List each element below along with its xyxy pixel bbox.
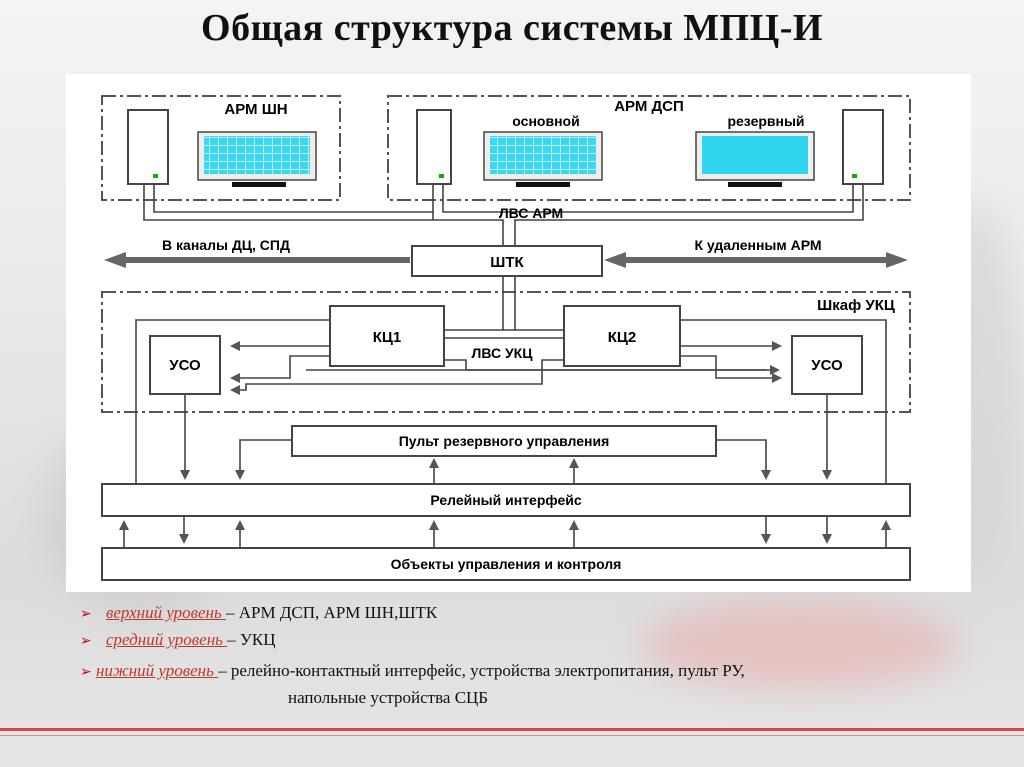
ukc-cabinet-group	[101, 291, 911, 413]
level-desc: – АРМ ДСП, АРМ ШН,ШТК	[225, 603, 438, 622]
shtk-label: ШТК	[490, 254, 524, 271]
kc2-box	[563, 305, 681, 367]
panel-arrows	[235, 439, 771, 484]
shtk-link	[502, 276, 516, 330]
footer-divider-thin	[0, 735, 1024, 736]
pc-tower-shn	[127, 109, 169, 185]
channels-label: В каналы ДЦ, СПД	[162, 237, 290, 253]
bullet-upper-level: ➢ верхний уровень – АРМ ДСП, АРМ ШН,ШТК	[80, 603, 437, 623]
lvs-arm-label: ЛВС АРМ	[499, 205, 563, 221]
cabinet-label: Шкаф УКЦ	[817, 297, 895, 314]
arm-shn-group	[101, 95, 341, 201]
kc-uso-links	[230, 341, 782, 395]
objects-box	[101, 547, 911, 581]
arm-dsp-group	[387, 95, 911, 201]
remote-label: К удаленным АРМ	[694, 237, 821, 253]
shtk-box	[411, 245, 603, 277]
level-desc-cont: напольные устройства СЦБ	[288, 688, 489, 707]
kc-relay-links	[135, 319, 887, 484]
arrow-bullet-icon: ➢	[80, 665, 92, 680]
lvs-ukc-bus	[444, 329, 564, 339]
level-name: средний уровень	[106, 630, 228, 649]
relay-interface-box	[101, 483, 911, 517]
arm-dsp-label: АРМ ДСП	[614, 98, 684, 115]
reserve-label: резервный	[727, 113, 804, 129]
lvs-arm-bus	[143, 184, 864, 246]
uso-left-label: УСО	[169, 357, 201, 374]
arrow-bullet-icon: ➢	[80, 634, 92, 649]
kc1-box	[329, 305, 445, 367]
bullet-lower-level-cont: напольные устройства СЦБ	[288, 688, 488, 708]
structure-diagram: АРМ ШН АРМ ДСП основной резервный Шкаф У…	[66, 74, 971, 592]
channels-arrow	[104, 252, 410, 268]
page-title: Общая структура системы МПЦ-И	[201, 7, 823, 49]
arrow-bullet-icon: ➢	[80, 607, 92, 622]
uso-relay-arrows	[180, 394, 832, 480]
level-name: верхний уровень	[106, 603, 226, 622]
background-blur	[640, 600, 960, 690]
lvs-ukc-label: ЛВС УКЦ	[472, 345, 534, 361]
monitor-main	[483, 131, 603, 187]
relay-interface-label: Релейный интерфейс	[430, 492, 582, 508]
reserve-panel-label: Пульт резервного управления	[399, 433, 610, 449]
kc1-label: КЦ1	[373, 329, 401, 346]
level-desc: – УКЦ	[227, 630, 276, 649]
kc2-label: КЦ2	[608, 329, 636, 346]
objects-label: Объекты управления и контроля	[391, 556, 622, 572]
relay-objects-arrows	[119, 516, 891, 548]
reserve-panel-box	[291, 425, 717, 457]
pc-tower-main	[416, 109, 452, 185]
level-desc: – релейно-контактный интерфейс, устройст…	[218, 661, 745, 680]
uso-right-label: УСО	[811, 357, 843, 374]
uso-left-box	[149, 335, 221, 395]
arm-shn-label: АРМ ШН	[224, 101, 287, 118]
main-label: основной	[512, 113, 579, 129]
monitor-shn	[197, 131, 317, 187]
bullet-lower-level: ➢ нижний уровень – релейно-контактный инт…	[80, 661, 745, 681]
bullet-middle-level: ➢ средний уровень – УКЦ	[80, 630, 276, 650]
remote-arrow	[604, 252, 908, 268]
uso-right-box	[791, 335, 863, 395]
footer-divider	[0, 728, 1024, 731]
level-name: нижний уровень	[96, 661, 219, 680]
pc-tower-reserve	[842, 109, 884, 185]
monitor-reserve	[695, 131, 815, 187]
